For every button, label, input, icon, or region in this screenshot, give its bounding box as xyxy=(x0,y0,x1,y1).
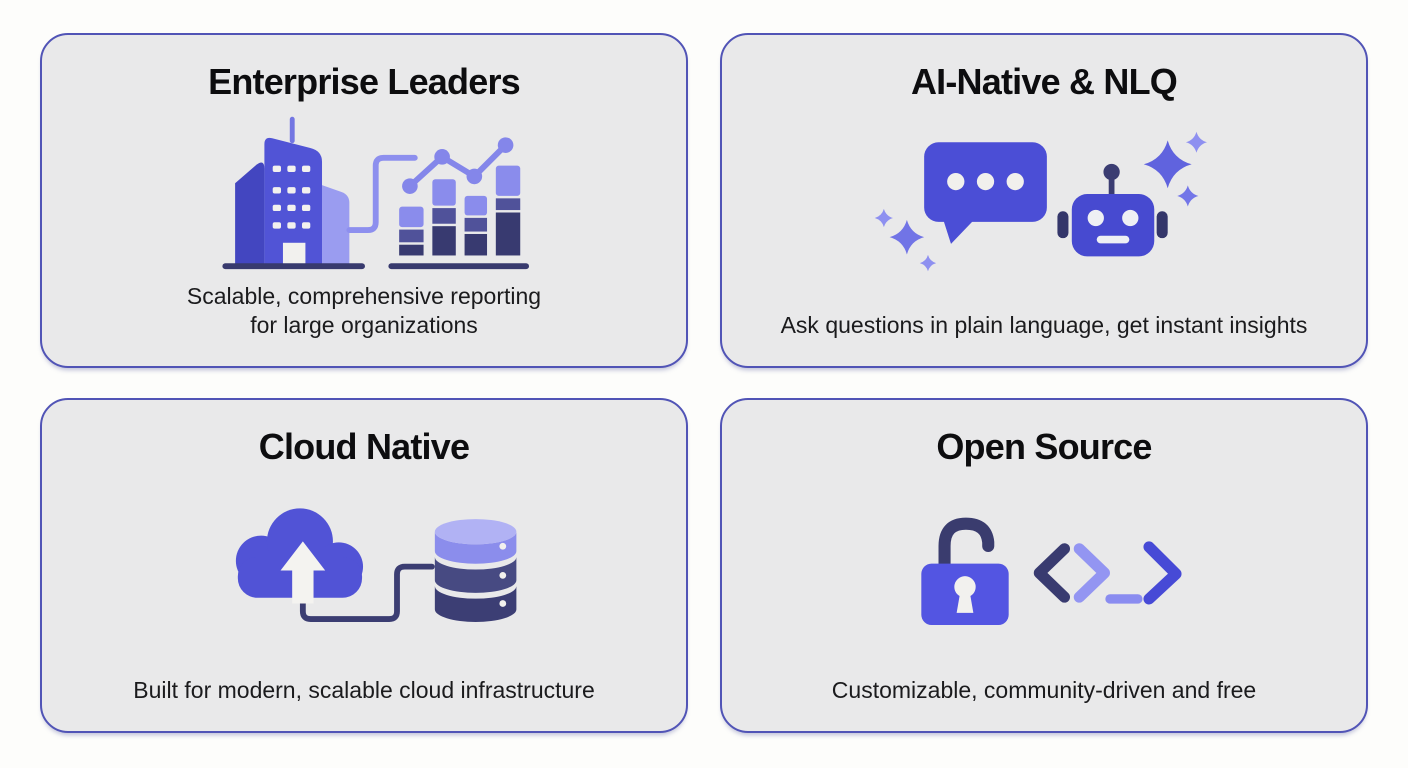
card-description: Scalable, comprehensive reporting for la… xyxy=(186,282,542,338)
card-ai-native-nlq: AI-Native & NLQ xyxy=(720,33,1368,368)
chat-bubble-robot-sparkles-icon xyxy=(874,132,1207,272)
buildings-and-bar-chart-icon xyxy=(222,117,530,270)
card-open-source: Open Source Customizable, community-driv… xyxy=(720,398,1368,733)
card-cloud-native: Cloud Native xyxy=(40,398,688,733)
card-title: Enterprise Leaders xyxy=(208,61,521,102)
card-description: Ask questions in plain language, get ins… xyxy=(780,311,1308,338)
card-title: Cloud Native xyxy=(258,426,470,467)
card-description: Customizable, community-driven and free xyxy=(831,676,1257,703)
card-description: Built for modern, scalable cloud infrast… xyxy=(133,676,595,703)
card-title: Open Source xyxy=(936,426,1152,467)
cloud-upload-database-icon xyxy=(235,508,517,623)
card-title: AI-Native & NLQ xyxy=(910,61,1178,102)
unlocked-padlock-code-icon xyxy=(921,517,1182,625)
card-enterprise-leaders: Enterprise Leaders xyxy=(40,33,688,368)
